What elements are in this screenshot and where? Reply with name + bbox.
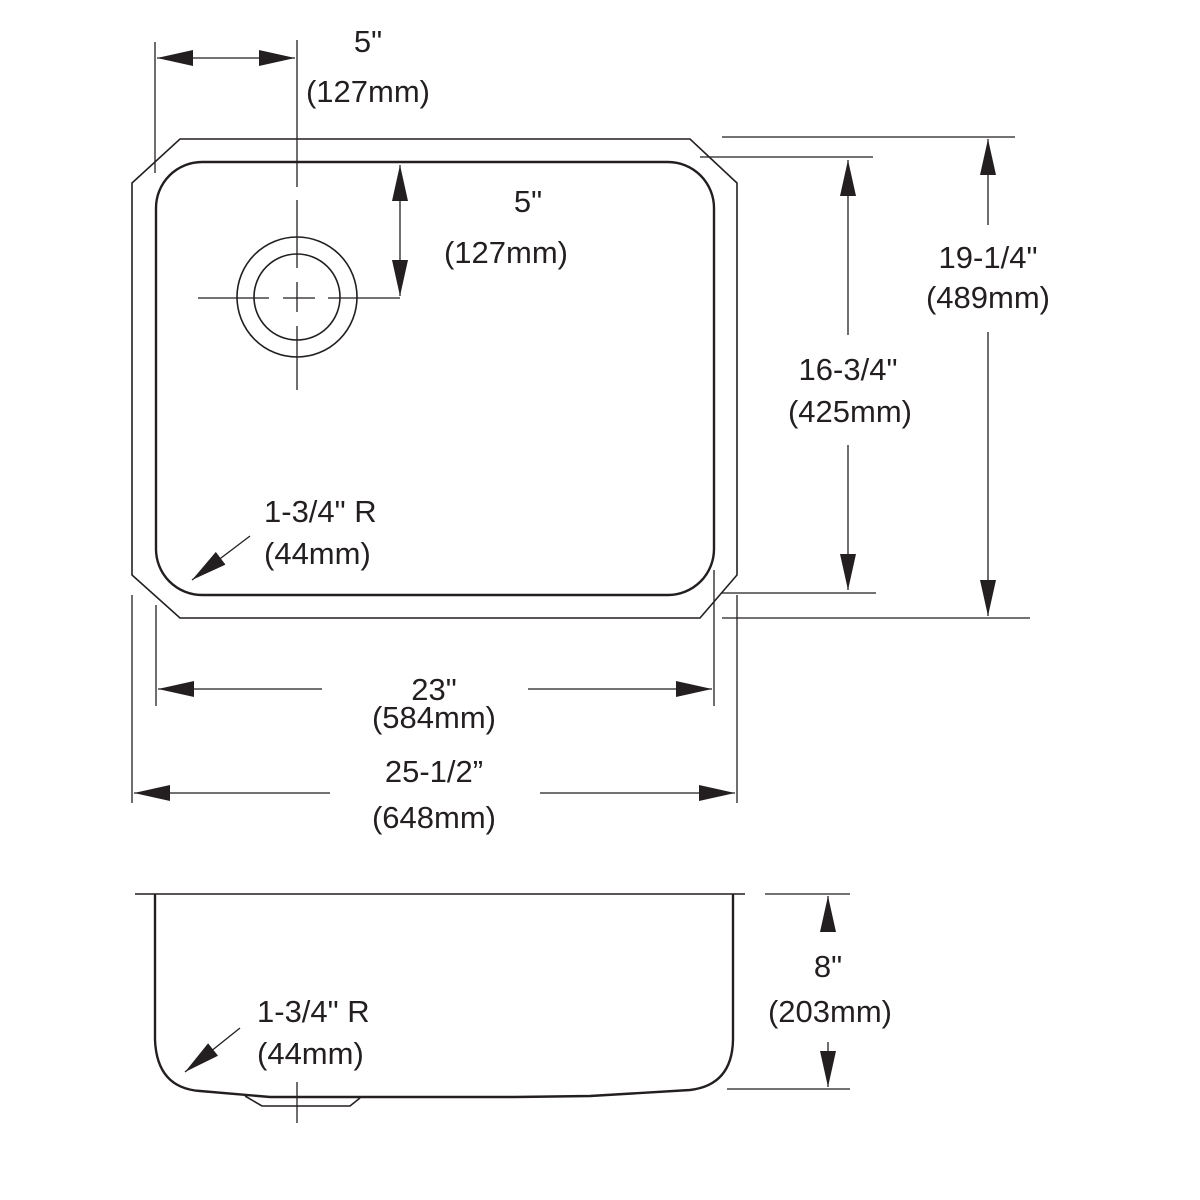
dimension-bowl-width: 23" (584mm) <box>155 570 715 735</box>
dimension-label-mm: (584mm) <box>372 700 496 735</box>
dimension-drain-offset: 5" (127mm) <box>154 24 430 173</box>
dimension-label-mm: (44mm) <box>257 1036 364 1071</box>
side-view: 8" (203mm) 1-3/4" R (44mm) <box>135 893 892 1123</box>
drain-icon <box>198 40 400 390</box>
drain-outlet <box>244 1095 361 1107</box>
dimension-label-mm: (648mm) <box>372 800 496 835</box>
dimension-label-inches: 25-1/2” <box>385 754 483 789</box>
dimension-label-mm: (489mm) <box>926 280 1050 315</box>
dimension-corner-radius: 1-3/4" R (44mm) <box>191 494 377 581</box>
dimension-label-inches: 19-1/4" <box>939 240 1038 275</box>
dimension-overall-depth: 19-1/4" (489mm) <box>722 136 1050 619</box>
dimension-drain-offset-vertical: 5" (127mm) <box>392 165 568 296</box>
dimension-label-mm: (203mm) <box>768 994 892 1029</box>
dimension-label-mm: (44mm) <box>264 536 371 571</box>
dimension-label-inches: 23" <box>411 672 457 707</box>
dimension-label-inches: 1-3/4" R <box>264 494 377 529</box>
dimension-label-mm: (127mm) <box>444 235 568 270</box>
dimension-label-inches: 16-3/4" <box>799 352 898 387</box>
dimension-label-inches: 8" <box>814 949 842 984</box>
sink-bowl-profile <box>153 894 735 1099</box>
dimension-bowl-depth: 16-3/4" (425mm) <box>700 156 912 594</box>
sink-bowl-outline <box>154 160 716 597</box>
top-view: 5" (127mm) 5" (127mm) 16-3/4" (425mm) 19… <box>131 24 1050 835</box>
dimension-label-mm: (127mm) <box>306 74 430 109</box>
dimension-label-inches: 5" <box>354 24 382 59</box>
sink-flange-outline <box>131 138 738 619</box>
dimension-overall-width: 25-1/2” (648mm) <box>131 595 738 835</box>
dimension-corner-radius-side: 1-3/4" R (44mm) <box>184 994 370 1073</box>
dimension-label-mm: (425mm) <box>788 394 912 429</box>
dimension-label-inches: 5" <box>514 184 542 219</box>
dimension-label-inches: 1-3/4" R <box>257 994 370 1029</box>
dimension-bowl-height: 8" (203mm) <box>727 893 892 1090</box>
